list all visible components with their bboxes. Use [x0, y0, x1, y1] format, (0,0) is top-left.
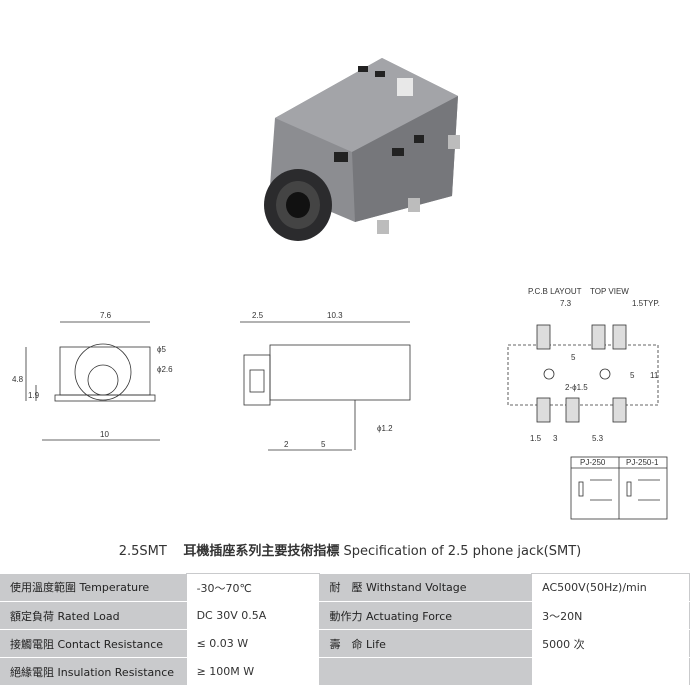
spec-value-text: ≤ 0.03 W	[196, 637, 249, 650]
side-view-drawing	[240, 321, 411, 451]
front-width-label: 7.6	[100, 311, 112, 320]
spec-value-2-text: AC500V(50Hz)/min	[542, 581, 647, 594]
pcb-side-5: 5	[630, 371, 635, 380]
pcb-header-right: TOP VIEW	[590, 287, 629, 296]
front-view-drawing	[25, 321, 160, 441]
pcb-layout-drawing	[507, 324, 659, 423]
product-photo: 7.6 10 4.8 1.9 ϕ5 ϕ2.6 2.5 10.3 2 5 ϕ1.2…	[12, 58, 668, 520]
pcb-pad-w: 1.5TYP.	[632, 299, 660, 308]
spec-label-text: 使用溫度範圍	[10, 581, 76, 595]
spec-label-text: 接觸電阻	[10, 637, 54, 651]
spec-label-en: Contact Resistance	[57, 637, 164, 651]
spec-value: ≤ 0.03 W	[185, 629, 320, 658]
front-height-label: 4.8	[12, 375, 24, 384]
spec-label-2: 壽 命 Life	[319, 629, 532, 658]
spec-label-en: Temperature	[79, 581, 150, 595]
schematic-box	[570, 456, 668, 520]
side-pitch1-label: 2	[284, 440, 289, 449]
front-base-label: 1.9	[28, 391, 40, 400]
spec-value-2: AC500V(50Hz)/min	[531, 573, 690, 602]
side-front-label: 2.5	[252, 311, 264, 320]
front-dia2-label: ϕ2.6	[157, 365, 173, 374]
spec-value-2-text: 3～20N	[542, 609, 583, 623]
spec-label: 接觸電阻 Contact Resistance	[0, 629, 187, 658]
spec-label-text: 絕緣電阻	[10, 665, 54, 679]
spec-label-2-en: Life	[366, 637, 386, 651]
pcb-b3: 5.3	[592, 434, 604, 443]
spec-label-2: 耐 壓 Withstand Voltage	[319, 573, 532, 602]
pcb-b2: 3	[553, 434, 558, 443]
caption-title-en: Specification of 2.5 phone jack(SMT)	[343, 544, 582, 559]
pcb-hole: 2-ϕ1.5	[565, 383, 588, 392]
spec-value-text: ≥ 100M W	[196, 665, 255, 678]
spec-label-2-text: 動作力	[329, 609, 363, 623]
pcb-header-left: P.C.B LAYOUT	[528, 287, 582, 296]
side-pitch2-label: 5	[321, 440, 326, 449]
pcb-side-11: 11	[650, 371, 659, 380]
spec-table: 使用溫度範圍 Temperature -30～70℃ 耐 壓 Withstand V…	[0, 573, 690, 686]
jack-illustration	[264, 58, 460, 241]
spec-label-2-text: 耐 壓	[329, 581, 363, 595]
spec-row: 絕緣電阻 Insulation Resistance ≥ 100M W	[0, 657, 690, 686]
spec-value-2-text: 5000 次	[542, 637, 585, 651]
schem-b-label: PJ-250-1	[626, 458, 659, 467]
spec-value: DC 30V 0.5A	[185, 601, 320, 630]
caption-title-cn: 耳機插座系列主要技術指標	[183, 544, 340, 559]
spec-row: 額定負荷 Rated Load DC 30V 0.5A 動作力 Actuating …	[0, 601, 690, 630]
pcb-b1: 1.5	[530, 434, 542, 443]
spec-value-2	[531, 657, 690, 686]
spec-value-text: -30～70℃	[196, 581, 252, 595]
spec-value: -30～70℃	[185, 573, 320, 602]
side-pin-label: ϕ1.2	[377, 424, 393, 433]
spec-label-2-en: Withstand Voltage	[366, 581, 467, 595]
spec-label-2-en: Actuating Force	[366, 609, 453, 623]
front-bottom-label: 10	[100, 430, 109, 439]
side-body-label: 10.3	[327, 311, 343, 320]
schem-a-label: PJ-250	[580, 458, 606, 467]
spec-caption: 2.5SMT 耳機插座系列主要技術指標 Specification of 2.5…	[0, 540, 700, 559]
spec-row: 使用溫度範圍 Temperature -30～70℃ 耐 壓 Withstand V…	[0, 573, 690, 602]
spec-value-2: 3～20N	[531, 601, 690, 630]
spec-label: 絕緣電阻 Insulation Resistance	[0, 657, 187, 686]
spec-label-2-text: 壽 命	[329, 637, 363, 651]
spec-label: 使用溫度範圍 Temperature	[0, 573, 187, 602]
spec-label-2: 動作力 Actuating Force	[319, 601, 532, 630]
pcb-inner-5: 5	[571, 353, 576, 362]
spec-label-2	[319, 657, 532, 686]
spec-label-en: Insulation Resistance	[57, 665, 175, 679]
pcb-w-top: 7.3	[560, 299, 572, 308]
spec-label-en: Rated Load	[57, 609, 120, 623]
spec-label-text: 額定負荷	[10, 609, 54, 623]
caption-model: 2.5SMT	[118, 544, 167, 559]
spec-value-2: 5000 次	[531, 629, 690, 658]
spec-value: ≥ 100M W	[185, 657, 320, 686]
front-dia1-label: ϕ5	[157, 345, 166, 354]
spec-row: 接觸電阻 Contact Resistance ≤ 0.03 W 壽 命 Life 5…	[0, 629, 690, 658]
spec-label: 額定負荷 Rated Load	[0, 601, 187, 630]
spec-value-text: DC 30V 0.5A	[196, 609, 267, 622]
